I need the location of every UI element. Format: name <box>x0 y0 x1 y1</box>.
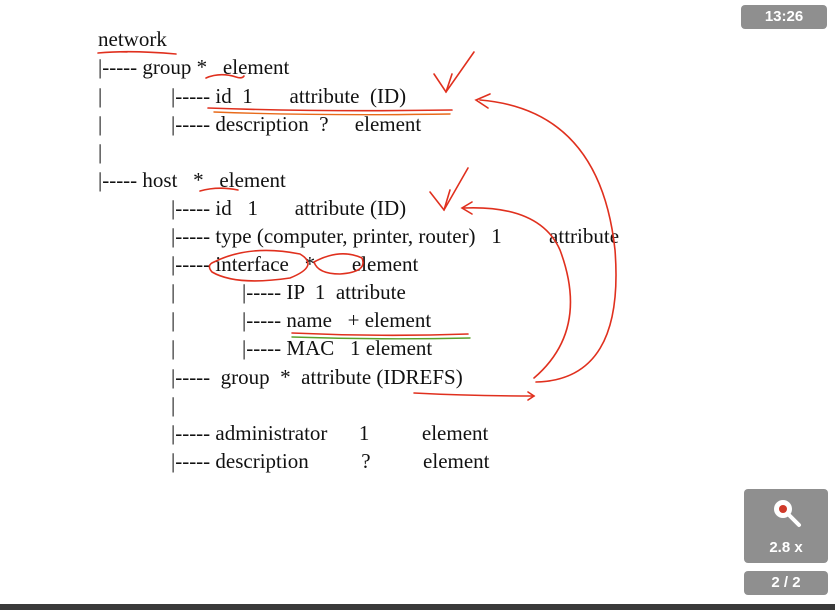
tree-line-host: |----- host * element <box>98 168 286 192</box>
tree-line-group-id: |----- id 1 attribute (ID) <box>171 84 407 108</box>
tree-line-host-administrator: |----- administrator 1 element <box>171 421 489 445</box>
tree-line-group-description: |----- description ? element <box>171 112 422 136</box>
tree-line-interface-mac: |----- MAC 1 element <box>242 336 433 360</box>
tree-pipe: | <box>98 112 103 136</box>
clock-display: 13:26 <box>741 5 827 29</box>
tree-pipe: | <box>171 393 176 417</box>
zoom-level-label: 2.8 x <box>769 539 803 556</box>
tree-line-host-id: |----- id 1 attribute (ID) <box>171 196 407 220</box>
tree-line-host-group: |----- group * attribute (IDREFS) <box>171 365 463 389</box>
tree-line-host-type: |----- type (computer, printer, router) … <box>171 224 620 248</box>
tree-pipe: | <box>98 140 103 164</box>
tree-line-host-interface: |----- interface * element <box>171 252 419 276</box>
tree-line-interface-ip: |----- IP 1 attribute <box>242 280 406 304</box>
zoom-button[interactable]: 2.8 x <box>744 489 828 563</box>
tree-pipe: | <box>98 84 103 108</box>
tree-pipe: | <box>171 280 176 304</box>
tree-line-host-description: |----- description ? element <box>171 449 490 473</box>
tree-line-group: |----- group * element <box>98 55 290 79</box>
magnifier-icon <box>774 500 801 527</box>
tree-pipe: | <box>171 336 176 360</box>
tree-line-interface-name: |----- name + element <box>242 308 432 332</box>
page-indicator: 2 / 2 <box>744 571 828 595</box>
bottom-bar <box>0 604 835 610</box>
tree-root: network <box>98 27 167 51</box>
tree-pipe: | <box>171 308 176 332</box>
